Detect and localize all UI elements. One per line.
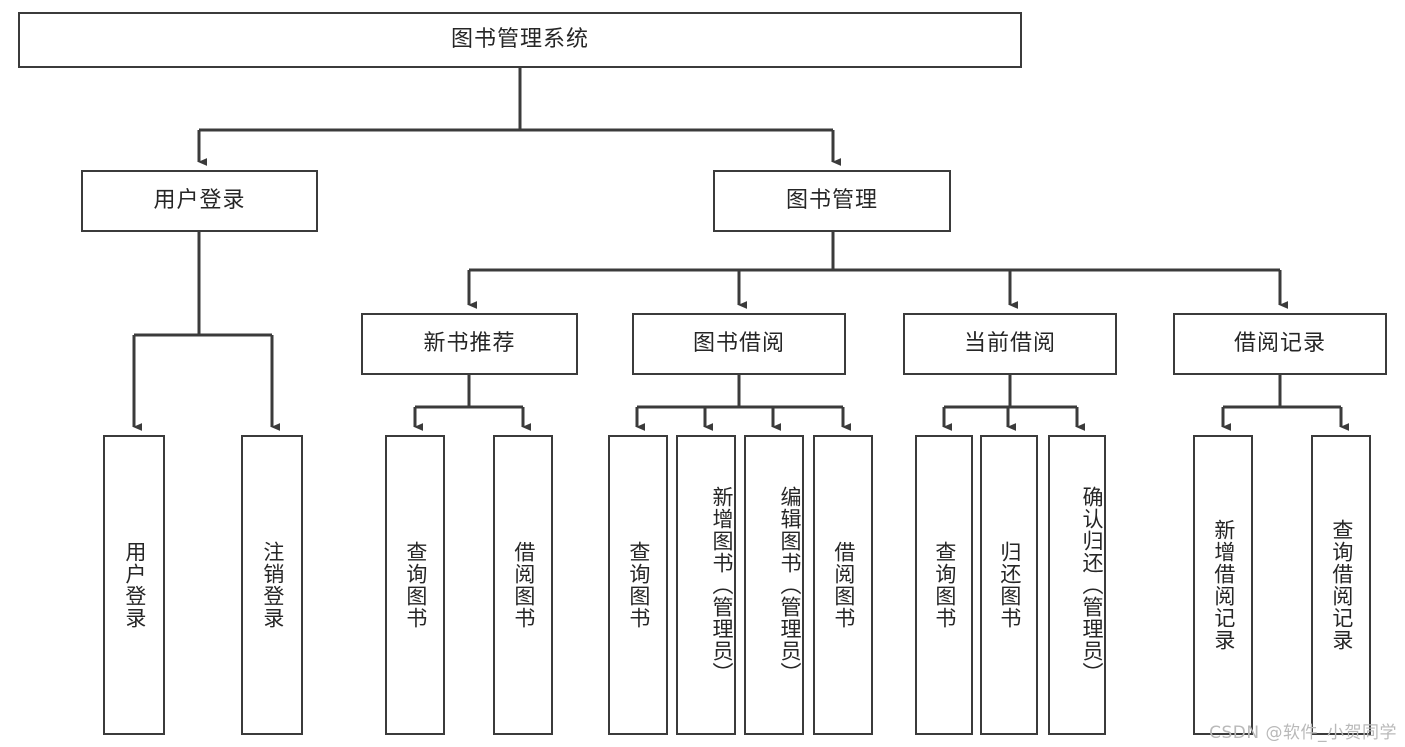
leaf-borrow-query-book[interactable]: 查询图书 [608,435,668,735]
node-new-book-recommend[interactable]: 新书推荐 [361,313,578,375]
watermark-credit: CSDN @软件_小贺同学 [1209,723,1397,743]
node-root-system[interactable]: 图书管理系统 [18,12,1022,68]
node-current-borrow[interactable]: 当前借阅 [903,313,1117,375]
leaf-current-confirm-return-admin[interactable]: 确认归还（管理员） [1048,435,1106,735]
leaf-user-login-logout[interactable]: 注销登录 [241,435,303,735]
leaf-recommend-borrow-book[interactable]: 借阅图书 [493,435,553,735]
leaf-current-query-book[interactable]: 查询图书 [915,435,973,735]
node-user-login[interactable]: 用户登录 [81,170,318,232]
leaf-borrow-add-book-admin[interactable]: 新增图书（管理员） [676,435,736,735]
leaf-recommend-query-book[interactable]: 查询图书 [385,435,445,735]
leaf-user-login-login[interactable]: 用户登录 [103,435,165,735]
leaf-borrow-edit-book-admin[interactable]: 编辑图书（管理员） [744,435,804,735]
leaf-borrow-borrow-book[interactable]: 借阅图书 [813,435,873,735]
leaf-current-return-book[interactable]: 归还图书 [980,435,1038,735]
node-book-management[interactable]: 图书管理 [713,170,951,232]
node-borrow-record[interactable]: 借阅记录 [1173,313,1387,375]
leaf-record-query-record[interactable]: 查询借阅记录 [1311,435,1371,735]
leaf-record-add-record[interactable]: 新增借阅记录 [1193,435,1253,735]
node-book-borrow[interactable]: 图书借阅 [632,313,846,375]
